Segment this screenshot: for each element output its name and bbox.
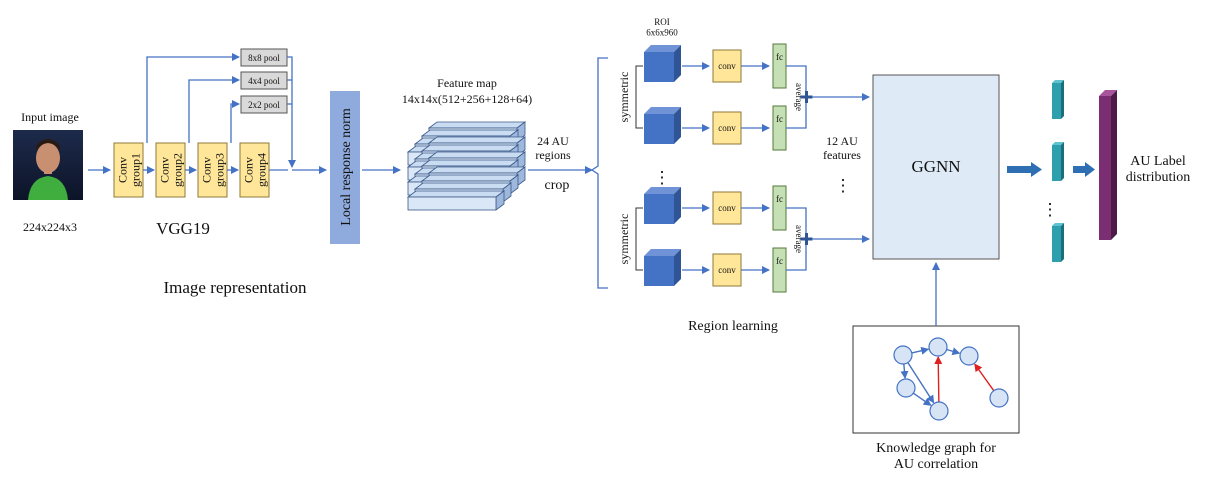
- input-face-image: [13, 130, 83, 200]
- feature-map-slab: [406, 190, 506, 211]
- vgg19-label: VGG19: [156, 219, 210, 238]
- input-size-label: 224x224x3: [23, 220, 77, 234]
- feature-map-stack: [406, 121, 527, 211]
- route-conv1-pool8: [146, 53, 240, 143]
- crop-label: crop: [545, 178, 570, 193]
- conv-box-label: conv: [718, 203, 736, 213]
- region-learning-title: Region learning: [688, 319, 778, 334]
- fc-box: fc: [772, 247, 787, 293]
- symmetric-label: symmetric: [617, 214, 631, 265]
- kg-node: [928, 337, 948, 357]
- fc-box-label: fc: [776, 52, 783, 62]
- fc-box: fc: [772, 185, 787, 231]
- fc-box: fc: [772, 105, 787, 151]
- conv-group-1-label: Convgroup1: [116, 153, 143, 187]
- conv-group-2-label: Convgroup2: [158, 153, 185, 187]
- symmetric-bracket: [635, 207, 643, 271]
- conv-box-label: conv: [718, 265, 736, 275]
- average-label: average: [794, 83, 804, 111]
- conv-group-4: Convgroup4: [239, 142, 270, 198]
- output-dots: ⋮: [1042, 200, 1059, 219]
- kg-edge-red: [974, 363, 995, 392]
- region-learning-branches: symmetric conv fc conv fc average symmetric con…: [617, 43, 870, 293]
- route-conv2-pool4: [188, 76, 240, 143]
- roi-cube: [644, 45, 681, 82]
- roi-cube: [644, 187, 681, 224]
- pool-8x8: 8x8 pool: [240, 48, 288, 67]
- region-brace: [590, 57, 608, 289]
- plus-icon: [800, 91, 813, 103]
- fc-box-label: fc: [776, 114, 783, 124]
- kg-edge: [946, 347, 961, 356]
- conv-box: conv: [712, 191, 742, 225]
- feature-dots: ⋮: [835, 176, 852, 195]
- arrow-output-distribution: [1073, 162, 1095, 177]
- norm-label: Local response norm: [339, 108, 354, 226]
- kg-node: [989, 388, 1009, 408]
- symmetric-label: symmetric: [617, 72, 631, 123]
- pool-2x2: 2x2 pool: [240, 95, 288, 114]
- kg-node: [959, 346, 979, 366]
- fc-box-label: fc: [776, 194, 783, 204]
- kg-node: [893, 345, 913, 365]
- kg-edge: [911, 346, 930, 355]
- ggnn-label: GGNN: [911, 157, 960, 176]
- kg-edge: [900, 363, 909, 380]
- kg-node: [896, 378, 916, 398]
- pool-4x4-label: 4x4 pool: [248, 76, 280, 86]
- conv-group-3: Convgroup3: [197, 142, 228, 198]
- kg-node: [929, 401, 949, 421]
- conv-group-1: Convgroup1: [113, 142, 144, 198]
- local-response-norm: Local response norm: [330, 91, 360, 244]
- image-representation-title: Image representation: [163, 278, 307, 297]
- conv-box: conv: [712, 253, 742, 287]
- fc-box-label: fc: [776, 256, 783, 266]
- knowledge-graph: [893, 337, 1009, 421]
- roi-cube: [644, 249, 681, 286]
- plus-icon: [800, 233, 813, 245]
- pool-8x8-label: 8x8 pool: [248, 53, 280, 63]
- output-node-cube: [1052, 142, 1064, 181]
- arrow-ggnn-output: [1007, 162, 1042, 177]
- au-label-distribution-bar: [1099, 90, 1117, 240]
- conv-box-label: conv: [718, 61, 736, 71]
- input-image-label: Input image: [21, 110, 79, 124]
- route-conv3-pool2: [230, 100, 240, 143]
- roi-cube: [644, 107, 681, 144]
- feature-map-dims: 14x14x(512+256+128+64): [402, 92, 532, 106]
- region-dots: ⋮: [654, 168, 671, 187]
- symmetric-bracket: [635, 65, 643, 129]
- fc-box: fc: [772, 43, 787, 89]
- feature-map-title: Feature map: [437, 76, 497, 90]
- output-node-cube: [1052, 80, 1064, 119]
- kg-edge: [907, 362, 935, 404]
- output-node-cube: [1052, 223, 1064, 262]
- conv-group-3-label: Convgroup3: [200, 153, 227, 187]
- route-pools-merge: [287, 56, 296, 168]
- conv-box: conv: [712, 49, 742, 83]
- kg-edge-red: [934, 355, 943, 403]
- knowledge-graph-box: [852, 325, 1020, 434]
- pool-4x4: 4x4 pool: [240, 71, 288, 90]
- conv-group-4-label: Convgroup4: [242, 153, 269, 187]
- ggnn-box: GGNN: [872, 74, 1000, 260]
- conv-group-2: Convgroup2: [155, 142, 186, 198]
- output-node-cubes: [1052, 80, 1064, 262]
- conv-box-label: conv: [718, 123, 736, 133]
- average-label: average: [794, 225, 804, 253]
- pool-2x2-label: 2x2 pool: [248, 100, 280, 110]
- conv-box: conv: [712, 111, 742, 145]
